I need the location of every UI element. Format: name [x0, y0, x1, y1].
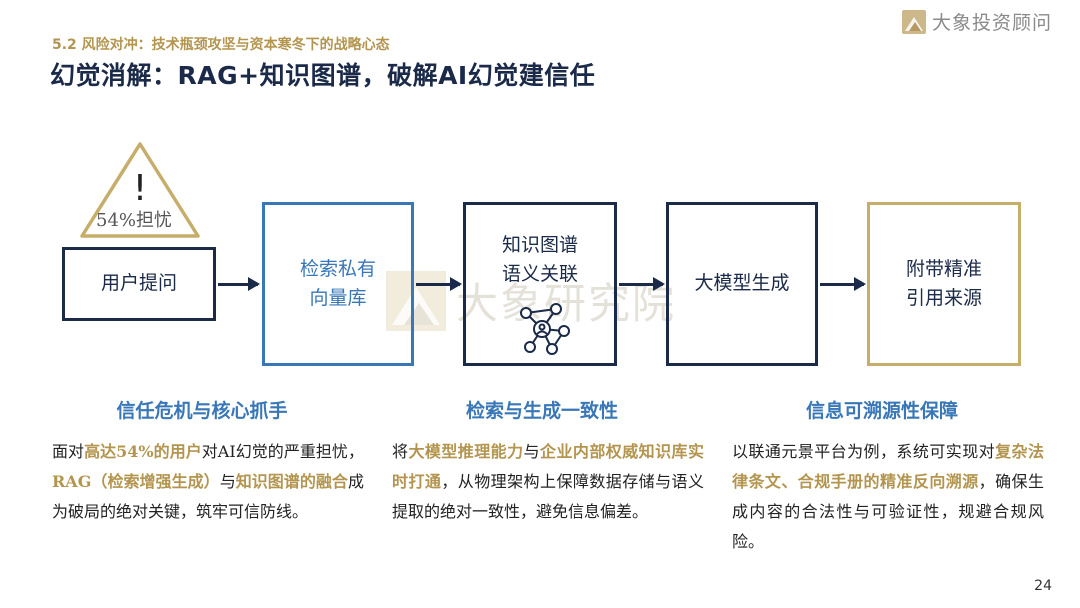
body-highlight: 企业内部权威知识库实时打通 — [392, 442, 704, 491]
body-text: 成为破局的绝对关键，筑牢可信防线。 — [52, 472, 364, 521]
body-text: 与 — [523, 442, 540, 461]
column-body-traceability: 以联通元景平台为例，系统可实现对复杂法律条文、合规手册的精准反向溯源，确保生成内… — [732, 437, 1044, 557]
arrow-right-icon — [619, 277, 665, 291]
elephant-logo-icon — [902, 9, 926, 34]
section-label: 5.2 风险对冲：技术瓶颈攻坚与资本寒冬下的战略心态 — [52, 37, 390, 53]
arrow-right-icon — [820, 277, 866, 291]
warning-triangle-icon: ! — [78, 140, 202, 240]
body-highlight: 高达54%的用户 — [84, 442, 202, 461]
arrow-right-icon — [218, 277, 260, 291]
flow-step-label: 引用来源 — [905, 287, 982, 309]
flow-step-user-question: 用户提问 — [62, 247, 216, 321]
body-highlight: 知识图谱的融合 — [235, 472, 348, 491]
column-heading-traceability: 信息可溯源性保障 — [805, 400, 958, 422]
brand-logo: 大象投资顾问 — [902, 8, 1052, 35]
flow-step-label: 语义关联 — [501, 263, 578, 286]
body-text: ，从物理架构上保障数据存储与语义提取的绝对一致性，避免信息偏差。 — [392, 472, 704, 521]
warning-label: 54%担忧 — [96, 210, 173, 231]
flow-step-label: 附带精准 — [905, 257, 982, 280]
column-heading-consistency: 检索与生成一致性 — [465, 400, 618, 422]
flow-step-knowledge-graph: 知识图谱 语义关联 — [463, 202, 617, 366]
flow-step-label: 向量库 — [309, 287, 367, 309]
body-text: 对AI幻觉的严重担忧， — [201, 442, 364, 461]
body-text: 与 — [219, 472, 236, 491]
brand-name: 大象投资顾问 — [932, 12, 1053, 34]
watermark: 大象研究院 — [386, 270, 676, 331]
page-number: 24 — [1034, 578, 1052, 594]
body-highlight: 复杂法律条文、合规手册的精准反向溯源 — [732, 442, 1044, 491]
flow-step-vector-retrieval: 检索私有 向量库 — [262, 202, 414, 366]
body-text: 将 — [392, 442, 409, 461]
arrow-right-icon — [416, 277, 462, 291]
watermark-text: 大象研究院 — [456, 279, 677, 328]
page-title: 幻觉消解：RAG+知识图谱，破解AI幻觉建信任 — [50, 61, 596, 90]
column-heading-trust: 信任危机与核心抓手 — [116, 400, 288, 422]
flow-step-cited-sources: 附带精准 引用来源 — [867, 202, 1021, 366]
flow-step-label: 知识图谱 — [501, 234, 578, 256]
column-body-trust: 面对高达54%的用户对AI幻觉的严重担忧， RAG（检索增强生成）与知识图谱的融合… — [52, 437, 364, 527]
body-text: ，确保生成内容的合法性与可验证性，规避合规风险。 — [732, 472, 1044, 551]
network-graph-icon — [520, 303, 570, 355]
body-highlight: RAG（检索增强生成） — [52, 472, 220, 491]
warning-exclamation: ! — [133, 168, 147, 209]
body-text: 以联通元景平台为例，系统可实现对 — [732, 442, 996, 461]
body-text: 面对 — [52, 442, 85, 461]
flow-step-label: 用户提问 — [100, 272, 177, 295]
flow-step-llm-generation: 大模型生成 — [666, 202, 818, 366]
flow-step-label: 大模型生成 — [694, 272, 790, 295]
column-body-consistency: 将大模型推理能力与企业内部权威知识库实时打通，从物理架构上保障数据存储与语义提取… — [392, 437, 704, 527]
body-highlight: 大模型推理能力 — [408, 442, 524, 461]
flow-step-label: 检索私有 — [299, 257, 376, 280]
